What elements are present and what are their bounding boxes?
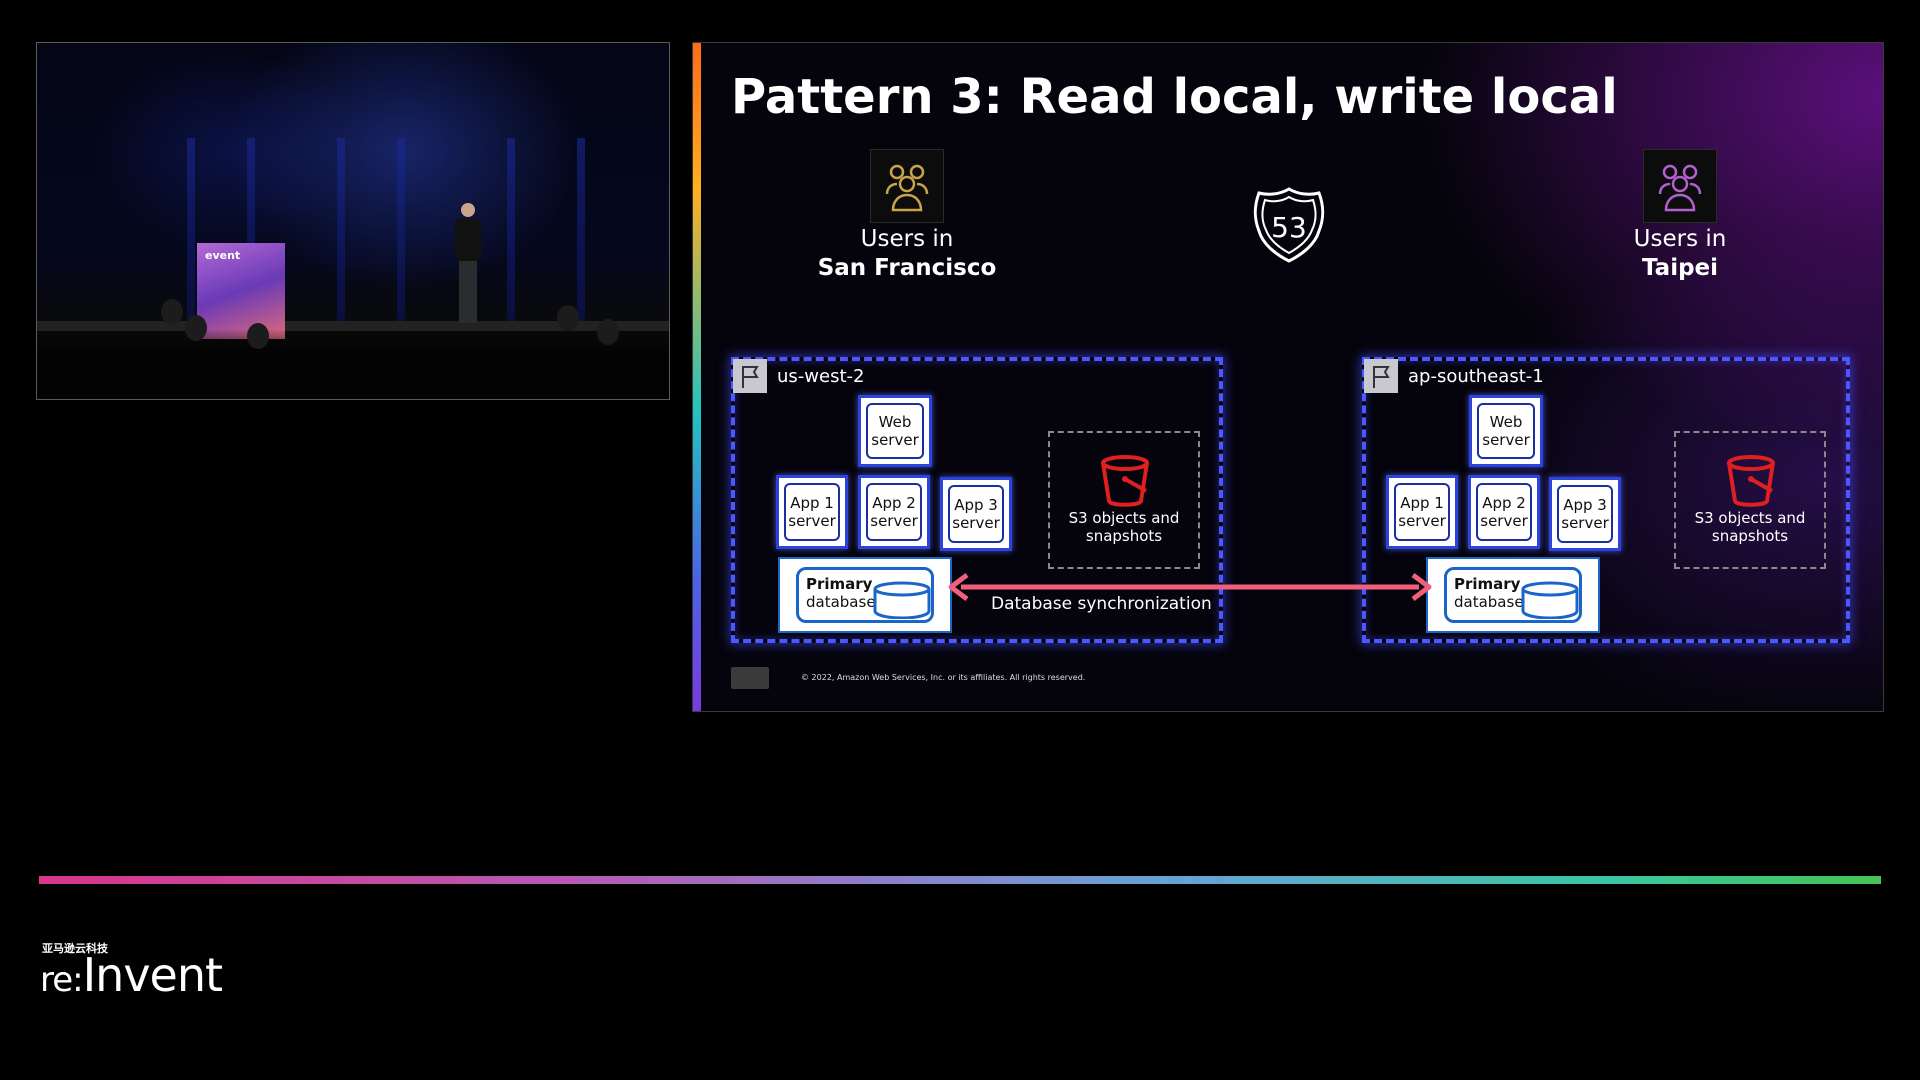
web-server: Web server (858, 395, 932, 467)
database-cylinder-icon (1521, 581, 1579, 619)
s3-bucket-icon (1727, 455, 1775, 507)
banner-mark: event (205, 249, 241, 262)
curtain (577, 138, 585, 328)
audience-head (161, 299, 183, 325)
curtain (397, 138, 405, 328)
aws-logo (731, 667, 769, 689)
app-server: App 2 server (1468, 475, 1540, 549)
curtain (247, 138, 255, 328)
route53-shield-icon: 53 (1253, 187, 1325, 263)
app-server: App 3 server (1549, 477, 1621, 551)
copyright: © 2022, Amazon Web Services, Inc. or its… (801, 673, 1086, 682)
region-us-west-2: us-west-2 Web server App 1 server App 2 … (731, 357, 1223, 643)
users-icon (1643, 149, 1717, 223)
web-server: Web server (1469, 395, 1543, 467)
users-label: Users in (1633, 226, 1727, 252)
curtain (337, 138, 345, 328)
users-san-francisco: Users in San Francisco (787, 149, 1027, 283)
curtain (187, 138, 195, 328)
slide-title: Pattern 3: Read local, write local (731, 69, 1618, 125)
users-label: Users in (860, 226, 954, 252)
db-label-line2: database (1454, 593, 1524, 611)
primary-database: Primary database (1426, 557, 1600, 633)
audience-head (247, 323, 269, 349)
city-name: Taipei (1641, 255, 1719, 281)
route53-label: 53 (1271, 211, 1307, 244)
database-cylinder-icon (873, 581, 931, 619)
brand-chinese: 亚马逊云科技 (42, 942, 108, 955)
s3-storage: S3 objects and snapshots (1048, 431, 1200, 569)
slide-accent-edge (693, 43, 701, 711)
users-taipei: Users in Taipei (1560, 149, 1800, 283)
users-icon (870, 149, 944, 223)
sync-label: Database synchronization (991, 594, 1212, 614)
region-ap-southeast-1: ap-southeast-1 Web server App 1 server A… (1362, 357, 1850, 643)
audience (37, 329, 669, 399)
reinvent-logo: re:Invent (40, 948, 223, 1002)
db-label-line1: Primary (806, 575, 873, 593)
gradient-divider (39, 876, 1881, 884)
audience-head (185, 315, 207, 341)
primary-database: Primary database (778, 557, 952, 633)
s3-storage: S3 objects and snapshots (1674, 431, 1826, 569)
s3-bucket-icon (1101, 455, 1149, 507)
speaker (455, 203, 481, 331)
region-name: ap-southeast-1 (1408, 366, 1544, 387)
city-name: San Francisco (817, 255, 997, 281)
speaker-video-feed: event (36, 42, 670, 400)
presentation-slide: Pattern 3: Read local, write local Users… (692, 42, 1884, 712)
app-server: App 3 server (940, 477, 1012, 551)
region-name: us-west-2 (777, 366, 865, 387)
flag-icon (1364, 359, 1398, 393)
app-server: App 1 server (776, 475, 848, 549)
app-server: App 2 server (858, 475, 930, 549)
app-server: App 1 server (1386, 475, 1458, 549)
event-banner: event (197, 243, 285, 339)
flag-icon (733, 359, 767, 393)
db-label-line2: database (806, 593, 876, 611)
s3-label: S3 objects and snapshots (1068, 509, 1180, 545)
audience-head (557, 305, 579, 331)
curtain (507, 138, 515, 328)
stage-floor (37, 321, 669, 331)
db-label-line1: Primary (1454, 575, 1521, 593)
s3-label: S3 objects and snapshots (1694, 509, 1806, 545)
audience-head (597, 319, 619, 345)
database-sync-arrow (948, 573, 1432, 601)
